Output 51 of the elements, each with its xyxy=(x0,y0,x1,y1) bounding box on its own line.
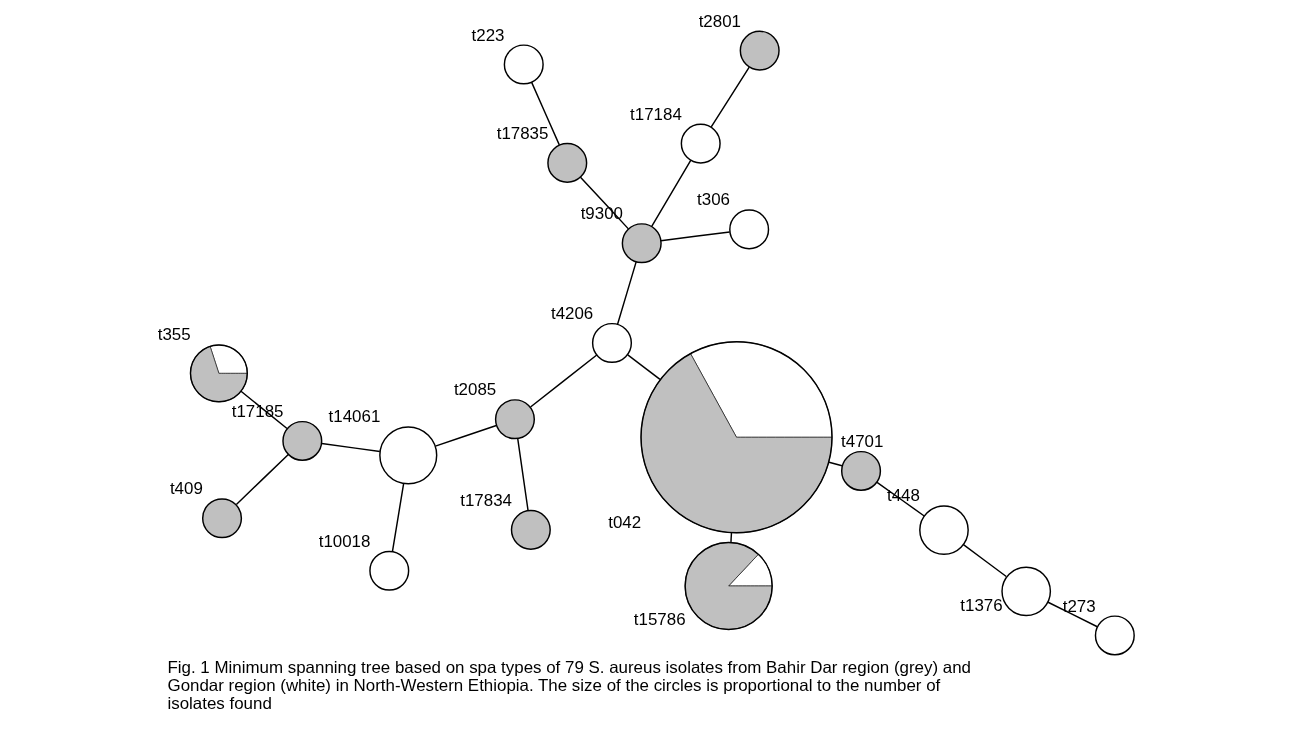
node-label: t042 xyxy=(608,513,642,533)
connector xyxy=(391,483,405,553)
node-circle xyxy=(510,509,551,550)
node-label: t15786 xyxy=(633,609,686,629)
node-circle xyxy=(621,223,662,264)
node-circle xyxy=(201,498,243,539)
connector xyxy=(962,543,1007,578)
node-circle xyxy=(503,44,544,85)
connector xyxy=(530,81,561,146)
node-circle xyxy=(841,450,882,491)
node-label: t17184 xyxy=(630,104,682,124)
node-label: t2801 xyxy=(698,11,741,31)
connector xyxy=(730,531,733,544)
node-label: t2085 xyxy=(453,380,497,400)
connector xyxy=(1047,601,1099,628)
node-label: t223 xyxy=(471,25,505,45)
node-label: t273 xyxy=(1062,596,1096,616)
connector xyxy=(616,261,637,325)
connector xyxy=(651,159,692,228)
node-label: t10018 xyxy=(318,531,371,551)
node-circle xyxy=(379,426,438,485)
node-label: t355 xyxy=(157,325,191,345)
node-circle xyxy=(591,322,633,364)
node-label: t409 xyxy=(169,479,203,499)
node-circle xyxy=(1001,566,1052,617)
node-circle xyxy=(680,123,721,164)
connector xyxy=(627,354,661,381)
node-circle xyxy=(1094,615,1135,656)
connector xyxy=(660,231,731,242)
node-label: t14061 xyxy=(328,407,381,427)
connector xyxy=(529,354,598,408)
node-circle xyxy=(739,30,780,71)
caption: Fig. 1 Minimum spanning tree based on spa types of 79 S. aureus isolates from Bahir Dar region (grey) and Gondar region (white) in North-Western Ethiopia. The size of the circles is proportional to the number of isolates found xyxy=(167,658,971,714)
node-circle xyxy=(729,209,770,250)
node-label: t306 xyxy=(697,190,730,210)
node-label: t17834 xyxy=(460,490,512,510)
connector xyxy=(517,437,529,512)
connector xyxy=(321,442,381,453)
node-label: t1376 xyxy=(960,595,1003,615)
node-circle xyxy=(282,420,323,462)
node-circle xyxy=(369,550,410,591)
node-circle xyxy=(919,505,969,555)
node-circle xyxy=(547,142,588,183)
connector xyxy=(828,461,843,467)
node-label: t4206 xyxy=(550,304,594,324)
node-label: t17835 xyxy=(496,123,549,143)
connector xyxy=(710,66,750,128)
node-label: t4701 xyxy=(841,432,884,452)
connector xyxy=(434,424,498,447)
node-circle xyxy=(494,399,535,440)
connector xyxy=(235,453,290,506)
